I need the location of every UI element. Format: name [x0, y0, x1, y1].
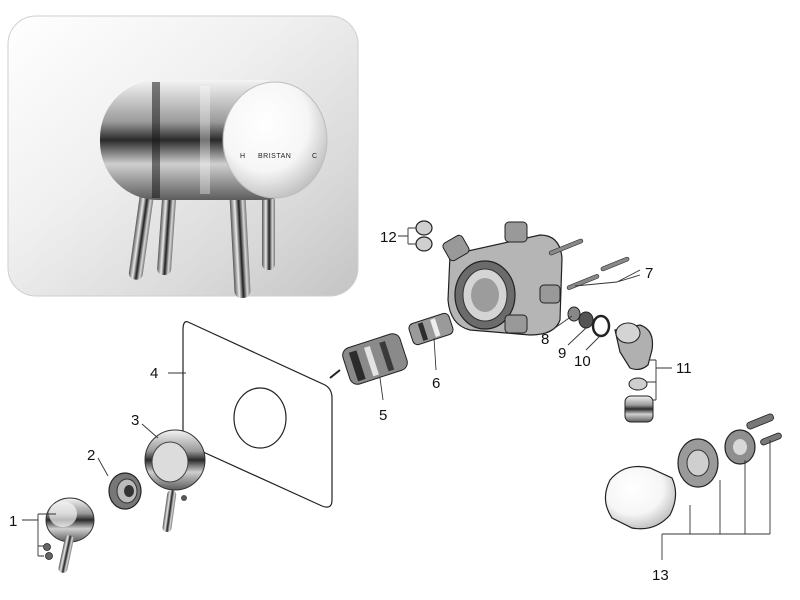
part-check-valve	[567, 306, 581, 322]
leader-lines	[22, 227, 771, 560]
part-outlet-assembly	[604, 413, 782, 530]
part-elbow-compression	[614, 322, 654, 423]
callout-12: 12	[380, 229, 397, 246]
callout-13: 13	[652, 567, 669, 584]
part-cover-plate	[182, 321, 333, 508]
part-filter-washer	[578, 311, 594, 329]
valve-body	[442, 221, 563, 336]
cold-mark: C	[312, 153, 318, 160]
hot-mark: H	[240, 153, 246, 160]
brand-logo-text: BRISTAN	[258, 153, 291, 160]
part-o-ring	[591, 314, 611, 338]
callout-7: 7	[645, 265, 653, 282]
callout-3: 3	[131, 412, 139, 429]
callout-1: 1	[9, 513, 17, 530]
callout-5: 5	[379, 407, 387, 424]
part-flow-cartridge	[408, 312, 454, 346]
part-thermostatic-cartridge	[329, 333, 408, 385]
callout-2: 2	[87, 447, 95, 464]
lever-handles	[128, 180, 275, 298]
callout-4: 4	[150, 365, 158, 382]
callout-8: 8	[541, 331, 549, 348]
callout-9: 9	[558, 345, 566, 362]
chrome-control-body	[100, 80, 328, 200]
part-control-knob	[43, 497, 95, 573]
callout-10: 10	[574, 353, 591, 370]
callout-11: 11	[676, 360, 692, 377]
temperature-knob-face	[222, 81, 328, 199]
grub-screw-icon	[45, 552, 53, 560]
part-splined-adaptor	[108, 472, 142, 510]
part-shroud-lever	[144, 429, 206, 532]
grub-screw-icon	[43, 543, 51, 551]
part-olives	[415, 220, 433, 252]
product-photo: H BRISTAN C	[7, 15, 359, 298]
callout-6: 6	[432, 375, 440, 392]
callout-labels: 1 2 3 4 5 6 7 8 9 10 11 12 13	[9, 229, 692, 584]
